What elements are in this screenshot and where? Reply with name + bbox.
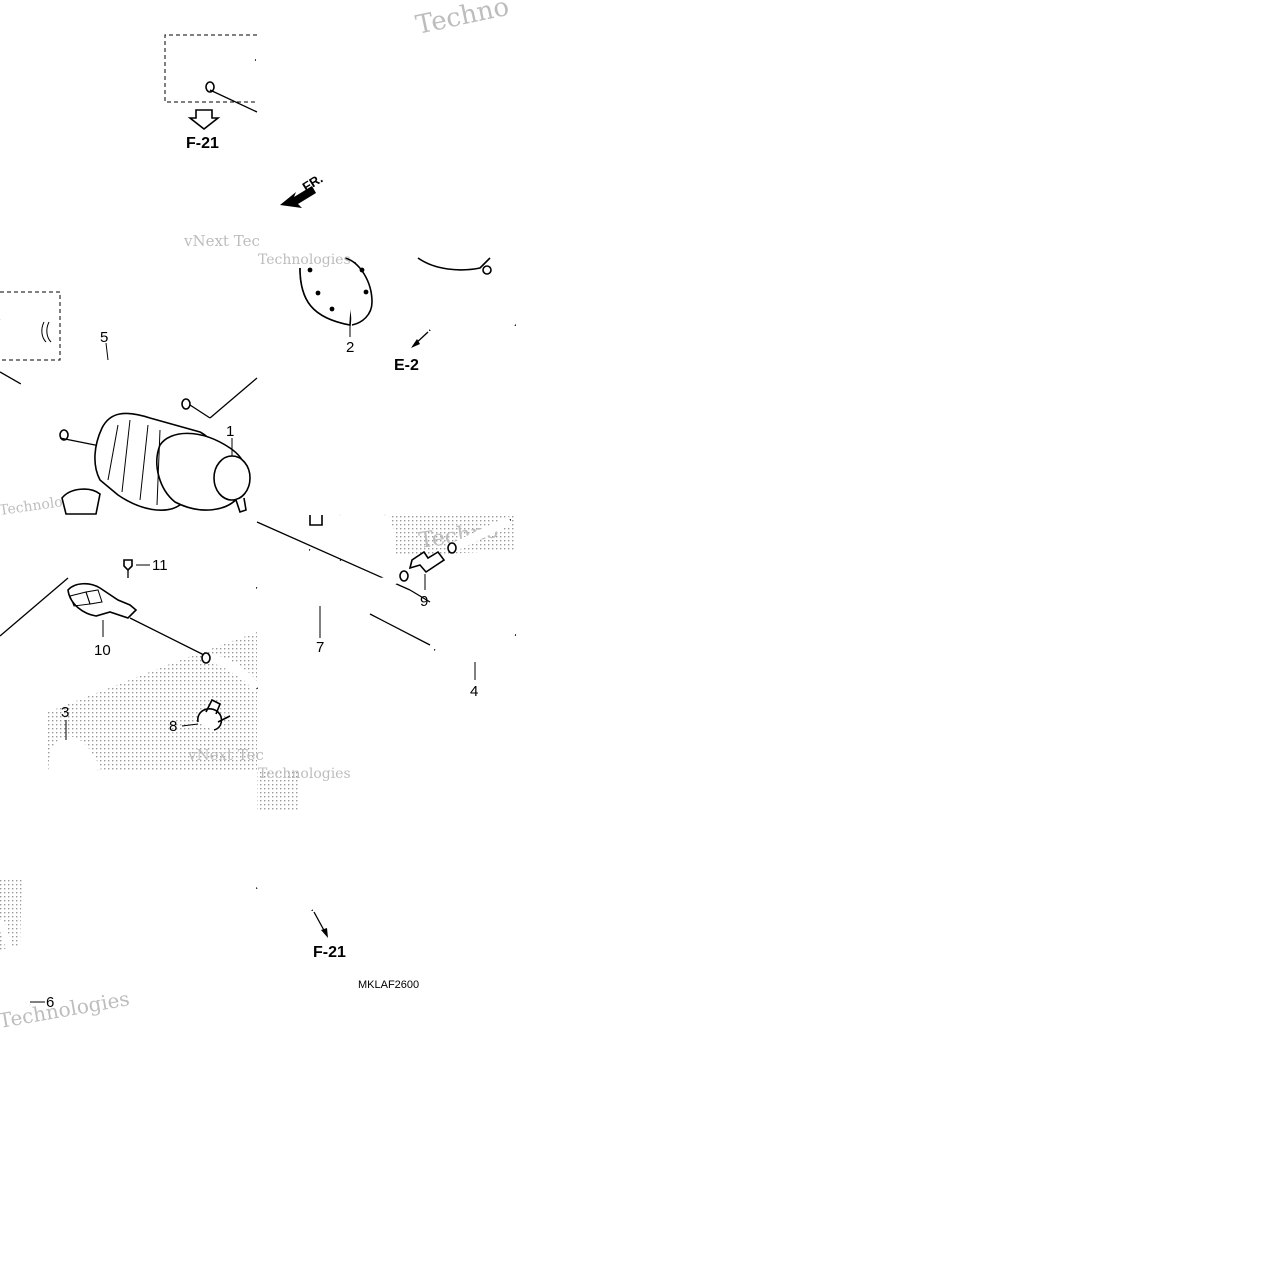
- watermark-text: Technologies: [0, 986, 131, 1033]
- callout-11: 11: [152, 557, 168, 574]
- callout-9: 9: [420, 593, 428, 610]
- sensor-assembly: [0, 559, 261, 772]
- fuel-hose-assembly: [255, 513, 516, 680]
- band-part-upper: [417, 257, 491, 271]
- reference-e2: E-2: [394, 357, 419, 374]
- down-arrow-icon: [187, 109, 221, 131]
- callout-5: 5: [100, 329, 108, 346]
- callout-4: 4: [470, 683, 478, 700]
- callout-10: 10: [94, 642, 111, 659]
- watermark-text: vNext Tec: [183, 232, 260, 250]
- front-direction-indicator: FR.: [280, 171, 325, 208]
- callout-7: 7: [316, 639, 324, 656]
- joint-9: [408, 550, 446, 574]
- connector-part: [61, 488, 101, 515]
- watermark-text: vNext Tec: [187, 746, 264, 764]
- hose-6-assembly: [0, 918, 45, 1007]
- fuel-filter-assembly: [0, 291, 258, 515]
- detail-box: [0, 291, 61, 361]
- hose-to-f21: [255, 877, 328, 938]
- callout-1: 1: [226, 423, 234, 440]
- detail-hose-top: [164, 34, 258, 131]
- bolt-11: [123, 559, 133, 572]
- callout-8: 8: [169, 718, 177, 735]
- callout-6: 6: [46, 994, 54, 1011]
- fuel-pump-band-area: [299, 257, 517, 348]
- drawing-code: MKLAF2600: [358, 979, 419, 991]
- clamp-8: [197, 698, 231, 731]
- front-label: FR.: [300, 171, 326, 195]
- stipple-area-left: [48, 632, 257, 770]
- reference-f21-top: F-21: [186, 135, 219, 152]
- callout-2: 2: [346, 339, 354, 356]
- callout-3: 3: [61, 704, 69, 721]
- stipple-area-mid: [257, 770, 300, 812]
- watermark-text: Technologies: [258, 252, 351, 268]
- watermark-text: Techno: [413, 0, 512, 41]
- reference-f21-bottom: F-21: [313, 944, 346, 961]
- detail-box: [164, 34, 257, 103]
- front-arrow-icon: [280, 186, 316, 208]
- watermark-text: Technologies: [258, 766, 351, 782]
